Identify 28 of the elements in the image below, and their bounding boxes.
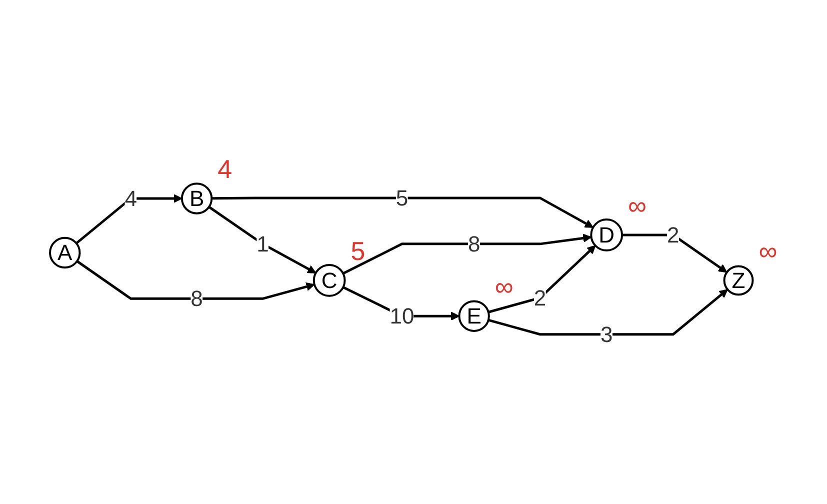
distance-label: 5 xyxy=(350,236,366,266)
edge-label: 8 xyxy=(468,231,480,256)
edge-label: 2 xyxy=(666,222,680,248)
arrow xyxy=(488,244,596,313)
distance-label: ∞ xyxy=(628,190,646,220)
arrow xyxy=(342,233,592,274)
edge-label: 1 xyxy=(256,231,269,256)
node-circle: E xyxy=(458,300,490,332)
distance-label: 4 xyxy=(218,154,232,184)
node-circle: D xyxy=(590,218,623,251)
edge-label: 3 xyxy=(600,321,613,346)
arrow xyxy=(488,288,728,336)
arrow xyxy=(76,260,315,300)
edge-label: 2 xyxy=(534,284,546,310)
node-circle: A xyxy=(48,236,81,268)
node-circle: B xyxy=(180,182,212,214)
arrow xyxy=(622,233,728,272)
edge-label: 4 xyxy=(124,186,137,211)
edge-label: 10 xyxy=(390,303,414,328)
node-circle: Z xyxy=(723,264,754,296)
distance-label: ∞ xyxy=(758,236,778,266)
node-circle: C xyxy=(312,264,346,296)
arrow xyxy=(211,196,594,228)
arrow xyxy=(75,194,182,244)
edge-label: 8 xyxy=(190,286,203,311)
distance-label: ∞ xyxy=(494,271,514,302)
edge-label: 5 xyxy=(396,185,408,210)
arrow xyxy=(208,205,316,273)
